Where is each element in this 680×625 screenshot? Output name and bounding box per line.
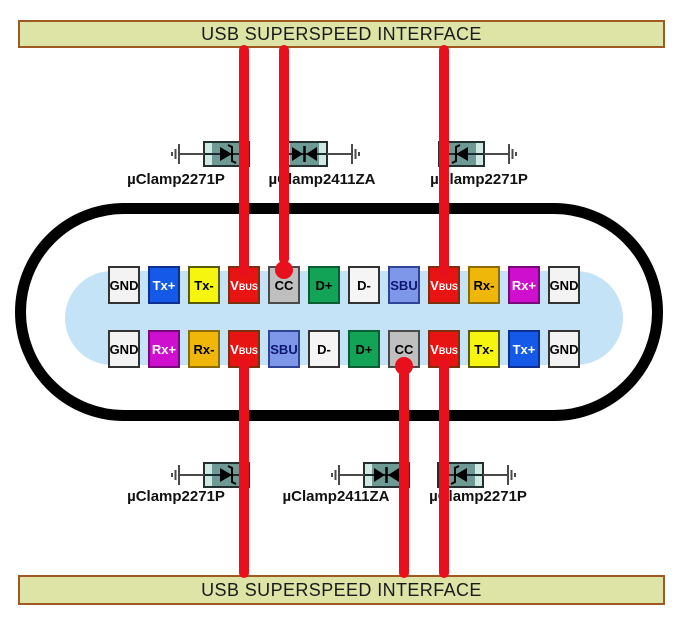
pin-bottom-10-tx: Tx- xyxy=(468,330,500,368)
pin-label: D+ xyxy=(315,277,333,293)
usb-c-connector-outline xyxy=(15,203,663,421)
ground-bottom-3 xyxy=(483,461,517,494)
pin-bottom-12-gnd: GND xyxy=(548,330,580,368)
ground-top-1 xyxy=(170,140,204,173)
pin-label-small: BUS xyxy=(238,281,258,292)
usb-interface-bar-top: USB SUPERSPEED INTERFACE xyxy=(18,20,665,48)
pin-label: GND xyxy=(549,341,579,357)
ground-symbol-icon xyxy=(327,144,360,164)
pin-bottom-2-rx: Rx+ xyxy=(148,330,180,368)
ground-bottom-1 xyxy=(170,461,204,494)
pin-label: SBU xyxy=(390,277,418,293)
pin-label: VBUS xyxy=(430,341,458,357)
ground-top-2 xyxy=(327,140,361,173)
pin-bottom-5-sbu: SBU xyxy=(268,330,300,368)
pin-top-3-tx: Tx- xyxy=(188,266,220,304)
pin-label: D+ xyxy=(355,341,373,357)
pin-label: Tx- xyxy=(474,341,494,357)
tvs-device-label-top-2: µClamp2411ZA xyxy=(268,171,376,188)
usb-interface-label-bottom: USB SUPERSPEED INTERFACE xyxy=(201,579,482,600)
pin-top-11-rx: Rx+ xyxy=(508,266,540,304)
pin-top-12-gnd: GND xyxy=(548,266,580,304)
pin-bottom-3-rx: Rx- xyxy=(188,330,220,368)
ground-symbol-icon xyxy=(484,144,517,164)
ground-top-3 xyxy=(484,140,518,173)
ground-symbol-icon xyxy=(171,144,204,164)
pin-top-10-rx: Rx- xyxy=(468,266,500,304)
ground-bottom-2 xyxy=(330,461,364,494)
pin-label: Rx+ xyxy=(151,341,177,357)
usb-interface-label-top: USB SUPERSPEED INTERFACE xyxy=(201,23,482,44)
pin-label: Rx- xyxy=(473,277,495,293)
ground-symbol-icon xyxy=(483,465,516,485)
vbus-wire-top-left xyxy=(239,45,249,277)
pin-label: CC xyxy=(394,341,414,357)
tvs-device-label-bottom-3: µClamp2271P xyxy=(429,488,527,505)
pin-bottom-1-gnd: GND xyxy=(108,330,140,368)
tvs-device-label-bottom-1: µClamp2271P xyxy=(127,488,225,505)
cc-junction-dot xyxy=(395,357,413,375)
pin-top-8-sbu: SBU xyxy=(388,266,420,304)
cc-wire-bottom xyxy=(399,366,409,578)
pin-bottom-7-d: D+ xyxy=(348,330,380,368)
pin-label: D- xyxy=(317,341,331,357)
diode-symbol-icon xyxy=(283,146,326,162)
tvs-device-label-bottom-2: µClamp2411ZA xyxy=(282,488,390,505)
pin-top-7-d: D- xyxy=(348,266,380,304)
pin-bottom-11-tx: Tx+ xyxy=(508,330,540,368)
pin-label: Tx+ xyxy=(512,341,536,357)
pin-top-6-d: D+ xyxy=(308,266,340,304)
vbus-wire-bottom-right xyxy=(439,359,449,578)
pin-label: GND xyxy=(549,277,579,293)
pin-label-small: BUS xyxy=(438,345,458,356)
pin-top-1-gnd: GND xyxy=(108,266,140,304)
pin-label: Tx- xyxy=(194,277,214,293)
pin-label: D- xyxy=(357,277,371,293)
pin-label-small: BUS xyxy=(438,281,458,292)
ground-symbol-icon xyxy=(331,465,364,485)
pin-label: GND xyxy=(109,277,139,293)
pin-bottom-6-d: D- xyxy=(308,330,340,368)
pin-label: VBUS xyxy=(430,277,458,293)
cc-junction-dot xyxy=(275,261,293,279)
vbus-wire-bottom-left xyxy=(239,359,249,578)
pin-label: Rx- xyxy=(193,341,215,357)
tvs-device-label-top-3: µClamp2271P xyxy=(430,171,528,188)
pin-label: CC xyxy=(274,277,294,293)
tvs-device-label-top-1: µClamp2271P xyxy=(127,171,225,188)
pin-label: VBUS xyxy=(230,341,258,357)
ground-symbol-icon xyxy=(171,465,204,485)
pin-label: GND xyxy=(109,341,139,357)
vbus-wire-top-right xyxy=(439,45,449,277)
pin-label: Tx+ xyxy=(152,277,176,293)
pin-top-2-tx: Tx+ xyxy=(148,266,180,304)
pin-label: VBUS xyxy=(230,277,258,293)
cc-wire-top xyxy=(279,45,289,264)
pin-label: Rx+ xyxy=(511,277,537,293)
usb-interface-bar-bottom: USB SUPERSPEED INTERFACE xyxy=(18,575,665,605)
pin-label-small: BUS xyxy=(238,345,258,356)
pin-label: SBU xyxy=(270,341,298,357)
